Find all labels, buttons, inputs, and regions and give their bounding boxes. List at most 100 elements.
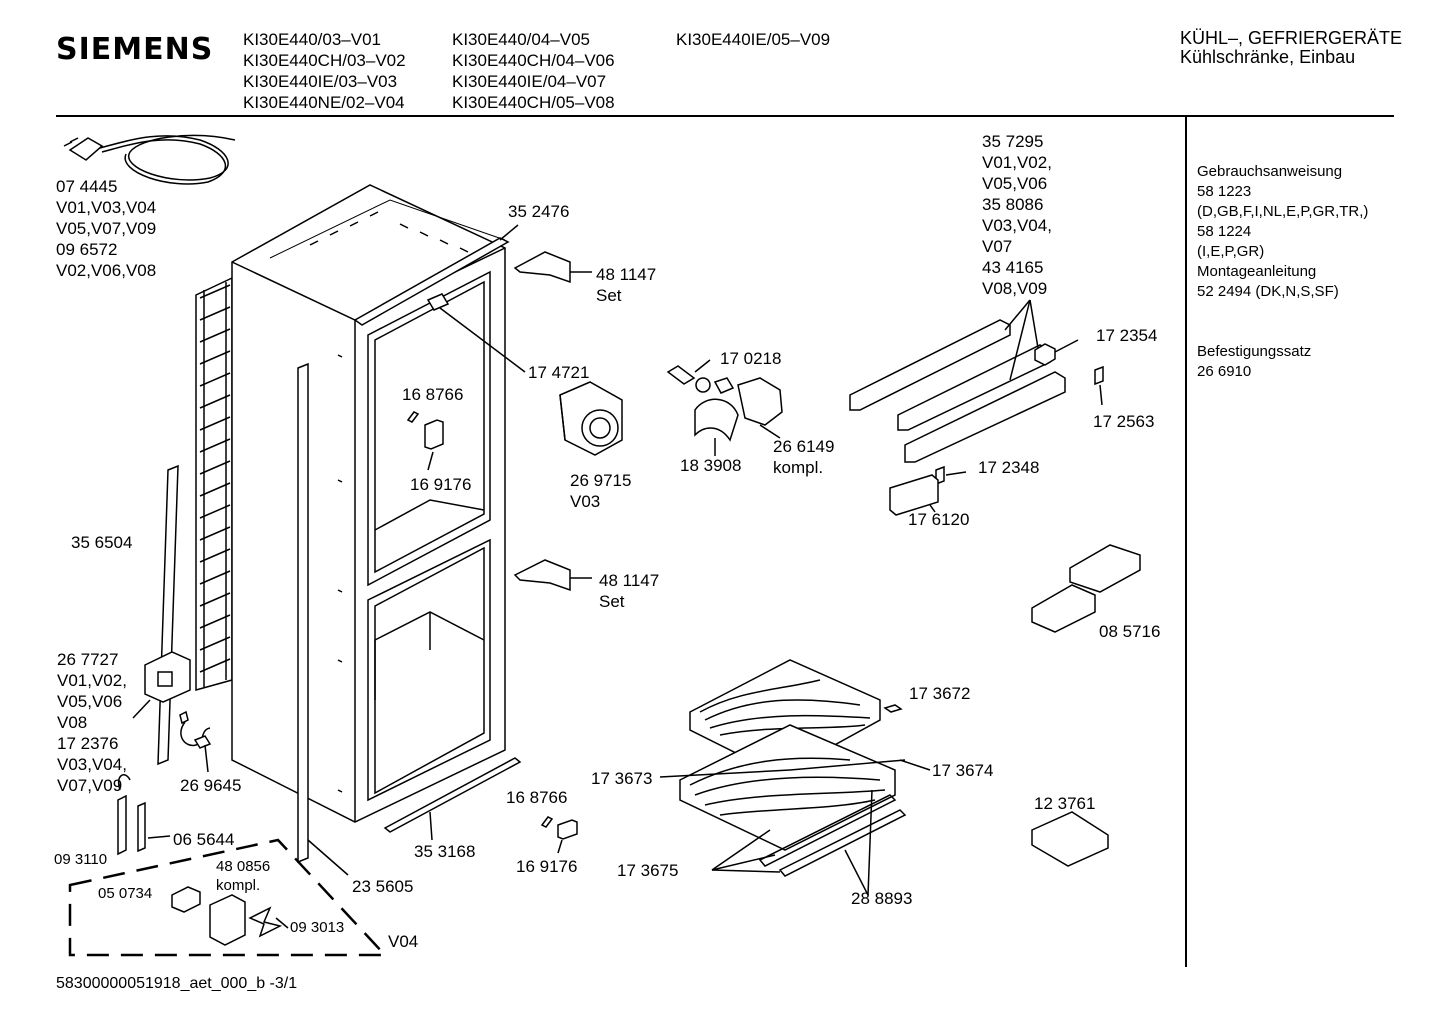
power-cord (63, 134, 236, 185)
label-line: 35 7295 (982, 132, 1044, 151)
label-line: V01,V02, (982, 153, 1052, 172)
part-label-clip-upper: 16 8766 (402, 385, 464, 404)
part-label-cover-strip: 17 6120 (908, 510, 970, 529)
category-title: KÜHL–, GEFRIERGERÄTE Kühlschränke, Einba… (1180, 29, 1402, 67)
part-label-fan: 26 9715 V03 (570, 470, 631, 512)
doc-line: 58 1224 (1197, 223, 1252, 240)
doc-line: (D,GB,F,I,NL,E,P,GR,TR,) (1197, 203, 1369, 220)
part-label-door-strip: 23 5605 (352, 877, 414, 896)
condenser-grille (195, 276, 233, 691)
doc-line: 58 1223 (1197, 183, 1252, 200)
label-line: 43 4165 (982, 258, 1044, 277)
models-column-3: KI30E440IE/05–V09 (676, 29, 830, 50)
hinge-top (513, 251, 592, 284)
part-label-sensor-b: 06 5644 (173, 830, 235, 849)
models-column-1: KI30E440/03–V01 KI30E440CH/03–V02 KI30E4… (243, 29, 406, 113)
doc-line: Gebrauchsanweisung (1197, 163, 1343, 180)
part-label-cover-lower: 16 9176 (516, 857, 578, 876)
part-label-thermostat: 26 7727 V01,V02, V05,V06 V08 17 2376 V03… (57, 649, 127, 796)
part-label-lens: 17 2348 (978, 458, 1040, 477)
part-label-clip-lower: 16 8766 (506, 788, 568, 807)
door-strip (297, 362, 309, 864)
doc-line: 52 2494 (DK,N,S,SF) (1197, 283, 1339, 300)
ice-cube-tray (1031, 811, 1109, 867)
control-panel-rails (849, 299, 1066, 463)
label-line: Set (596, 286, 622, 305)
part-label-side-gasket: 35 6504 (71, 533, 133, 552)
model-line: KI30E440IE/05–V09 (676, 30, 831, 49)
cabinet (231, 184, 506, 823)
label-line: 48 1147 (599, 571, 660, 590)
label-line: 26 6149 (773, 437, 835, 456)
part-label-ice-trays: 08 5716 (1099, 622, 1161, 641)
model-line: KI30E440/04–V05 (452, 30, 591, 49)
label-line: kompl. (773, 458, 824, 477)
model-line: KI30E440IE/03–V03 (243, 72, 398, 91)
v04-dashed-outline (68, 838, 388, 957)
model-line: KI30E440CH/04–V06 (452, 51, 615, 70)
model-line: KI30E440CH/03–V02 (243, 51, 406, 70)
fixing-kit: Befestigungssatz 26 6910 (1197, 342, 1311, 382)
part-label-clamp: 28 8893 (851, 889, 913, 908)
part-label-cord: 07 4445 V01,V03,V04 V05,V07,V09 09 6572 … (56, 176, 156, 281)
part-label-fan-motor: 48 0856 kompl. (216, 857, 270, 895)
label-line: V02,V06,V08 (56, 261, 157, 280)
label-line: V08,V09 (982, 279, 1048, 298)
part-label-sensor-a: 09 3110 (54, 851, 108, 868)
part-label-holder-d: 17 3675 (617, 861, 679, 880)
fixing-line: Befestigungssatz (1197, 343, 1312, 360)
hinge-bottom (513, 559, 592, 592)
category-line-1: KÜHL–, GEFRIERGERÄTE (1180, 28, 1403, 48)
header-divider (56, 115, 1394, 117)
model-line: KI30E440IE/04–V07 (452, 72, 607, 91)
doc-line: (I,E,P,GR) (1197, 243, 1265, 260)
document-id: 58300000051918_aet_000_b -3/1 (56, 975, 298, 992)
part-label-bracket: 05 0734 (98, 885, 153, 902)
category-line-2: Kühlschränke, Einbau (1180, 47, 1356, 67)
label-line: V03,V04, (57, 755, 127, 774)
part-label-holder-c: 17 3674 (932, 761, 994, 780)
part-label-ice-cube-tray: 12 3761 (1034, 794, 1096, 813)
label-line: V03,V04, (982, 216, 1052, 235)
side-gasket (157, 464, 179, 766)
label-line: V08 (57, 713, 88, 732)
label-line: 35 8086 (982, 195, 1044, 214)
siemens-logo: SIEMENS (56, 32, 214, 67)
label-line: 17 2376 (57, 734, 119, 753)
documents-list: Gebrauchsanweisung 58 1223 (D,GB,F,I,NL,… (1197, 162, 1368, 302)
label-line: V07 (982, 237, 1013, 256)
label-line: V05,V06 (57, 692, 123, 711)
part-label-top-rail: 35 2476 (508, 202, 570, 221)
label-line: 09 6572 (56, 240, 118, 259)
label-line: V05,V07,V09 (56, 219, 157, 238)
label-line: kompl. (216, 877, 261, 894)
part-label-bulb: 17 0218 (720, 349, 782, 368)
part-label-lamp-cover: 18 3908 (680, 456, 742, 475)
bottom-strip (383, 757, 522, 833)
label-line: 07 4445 (56, 177, 118, 196)
label-line: Set (599, 592, 625, 611)
part-label-bottom-strip: 35 3168 (414, 842, 476, 861)
evaporator (679, 659, 931, 877)
label-line: V01,V03,V04 (56, 198, 157, 217)
label-line: V03 (570, 492, 601, 511)
thermostat (132, 651, 212, 773)
part-label-v04: V04 (388, 932, 419, 951)
sidebar-divider (1185, 117, 1187, 967)
label-line: 26 9715 (570, 471, 632, 490)
part-label-lamp-kit: 26 6149 kompl. (773, 436, 834, 478)
models-column-2: KI30E440/04–V05 KI30E440CH/04–V06 KI30E4… (452, 29, 615, 113)
lamp-assembly (666, 359, 783, 456)
label-line: 48 0856 (216, 858, 271, 875)
part-label-cable: 26 9645 (180, 776, 242, 795)
label-line: 48 1147 (596, 265, 657, 284)
part-label-holder-a: 17 3672 (909, 684, 971, 703)
doc-line: Montageanleitung (1197, 263, 1317, 280)
part-label-switch: 17 2354 (1096, 326, 1158, 345)
model-line: KI30E440/03–V01 (243, 30, 382, 49)
part-label-hinge-bottom: 48 1147 Set (599, 570, 659, 612)
part-label-fan-blade: 09 3013 (290, 919, 345, 936)
part-label-holder-b: 17 3673 (591, 769, 653, 788)
part-label-hinge-top: 48 1147 Set (596, 264, 656, 306)
